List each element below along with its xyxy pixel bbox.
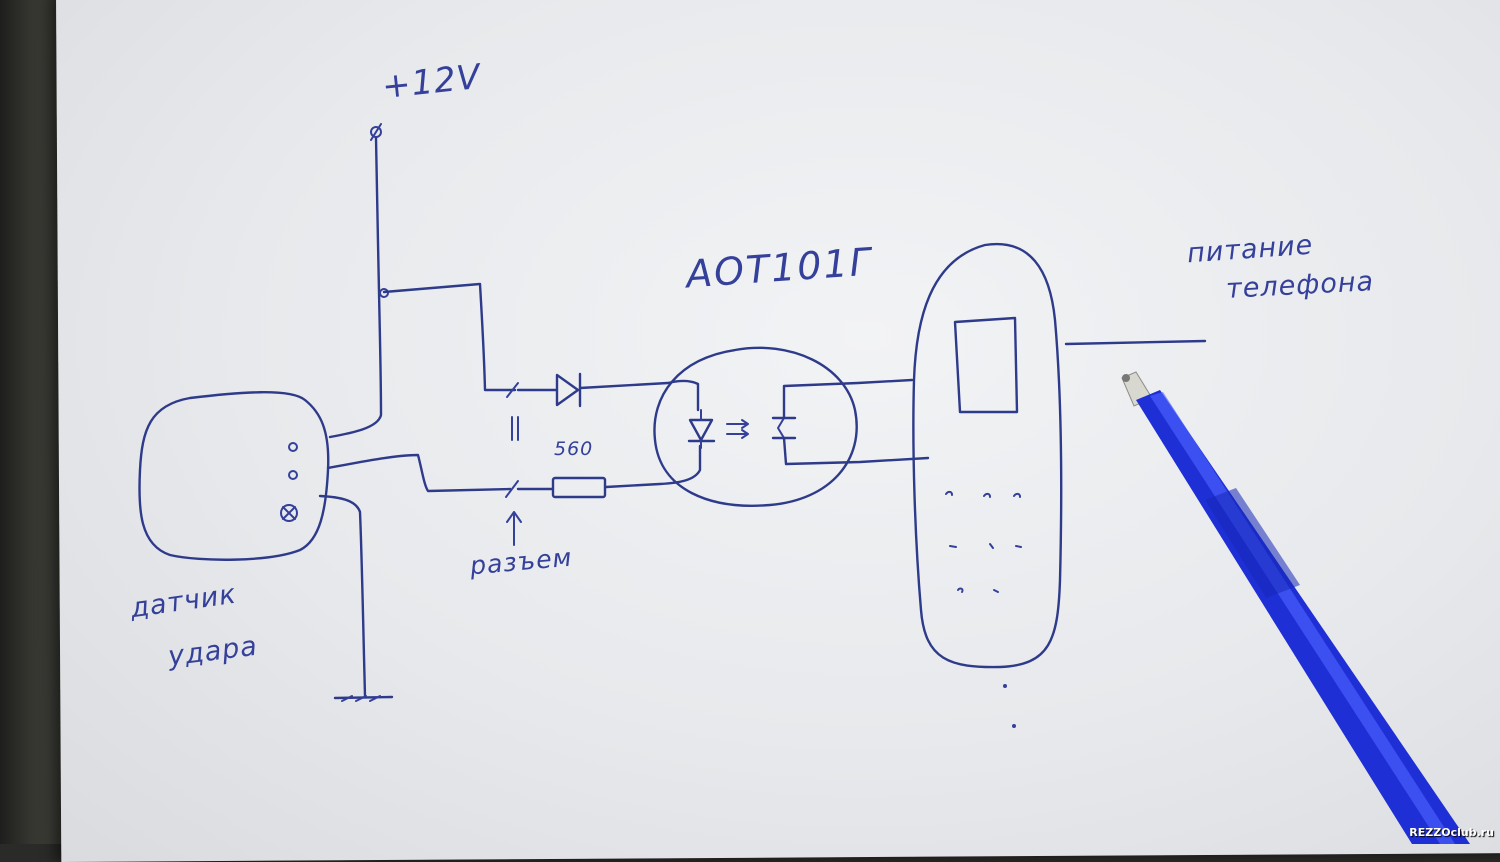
connector-bottom [505,480,519,498]
optocoupler-outline [653,346,858,507]
opto-led [687,409,716,449]
opto-receiver [771,416,797,440]
diode-symbol [555,372,582,408]
connector-bars [511,416,519,441]
resistor-symbol [551,476,607,499]
signal-wire [326,453,512,493]
shock-sensor-body [138,391,330,561]
paper-speck [1003,684,1007,688]
phone-power-wire [1064,339,1207,346]
phone-keypad [945,490,1022,593]
phone-screen [953,316,1019,414]
supply-branch-wire [382,282,517,392]
pen-object [1121,371,1470,844]
circuit-sketch [138,123,1470,844]
connector-arrow [506,511,522,546]
opto-light-arrows [726,419,749,439]
phone-body [912,242,1063,669]
sensor-cross-terminal [280,504,298,522]
sensor-dot-2 [288,470,298,480]
resistor-wire-out [604,444,702,489]
paper-speck-2 [1012,724,1016,728]
opto-output-wire-1 [782,378,914,420]
sensor-dot-1 [288,442,298,452]
ground-symbol [333,695,394,702]
resistor-label: 560 [554,438,594,460]
connector-top [506,382,519,398]
watermark: REZZOclub.ru [1409,826,1494,839]
diode-wire-out [578,379,700,412]
supply-junction [379,288,389,298]
supply-wire [328,136,383,439]
ground-wire [318,494,367,698]
opto-output-wire-2 [782,436,930,466]
